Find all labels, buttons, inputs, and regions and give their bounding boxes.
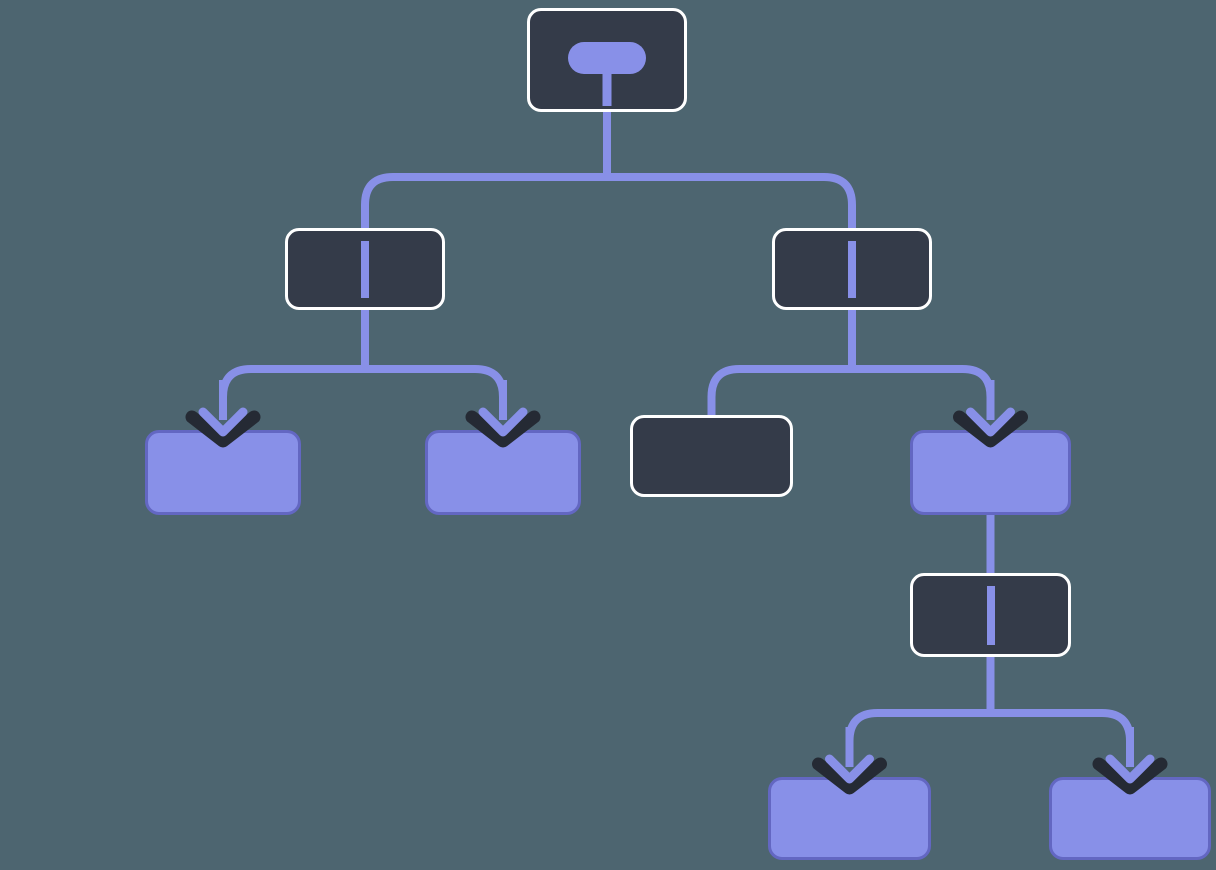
node-divider-line bbox=[986, 586, 995, 645]
node-root[interactable] bbox=[527, 8, 687, 112]
arrowhead-purple-chevron-icon bbox=[1105, 754, 1155, 784]
arrowhead-purple-chevron-icon bbox=[966, 407, 1015, 437]
node-divider-line bbox=[361, 241, 369, 298]
arrowhead-purple-chevron-icon bbox=[825, 754, 874, 784]
arrowhead-purple-chevron-icon bbox=[478, 407, 528, 437]
connector-branch bbox=[219, 365, 507, 418]
node-dark-child[interactable] bbox=[630, 415, 793, 497]
node-leaf-5[interactable] bbox=[1049, 777, 1211, 860]
connector-branch bbox=[845, 709, 1134, 765]
connector-branch bbox=[707, 365, 995, 418]
arrowhead-purple-chevron-icon bbox=[198, 407, 248, 437]
node-divider-line bbox=[848, 241, 856, 298]
node-leaf-2[interactable] bbox=[425, 430, 581, 515]
connector-branch bbox=[361, 173, 856, 228]
node-leaf-1[interactable] bbox=[145, 430, 301, 515]
node-branch-mid[interactable] bbox=[910, 573, 1071, 657]
root-pill-icon bbox=[568, 42, 646, 74]
node-leaf-4[interactable] bbox=[768, 777, 931, 860]
node-branch-right[interactable] bbox=[772, 228, 932, 310]
node-leaf-3[interactable] bbox=[910, 430, 1071, 515]
node-branch-left[interactable] bbox=[285, 228, 445, 310]
